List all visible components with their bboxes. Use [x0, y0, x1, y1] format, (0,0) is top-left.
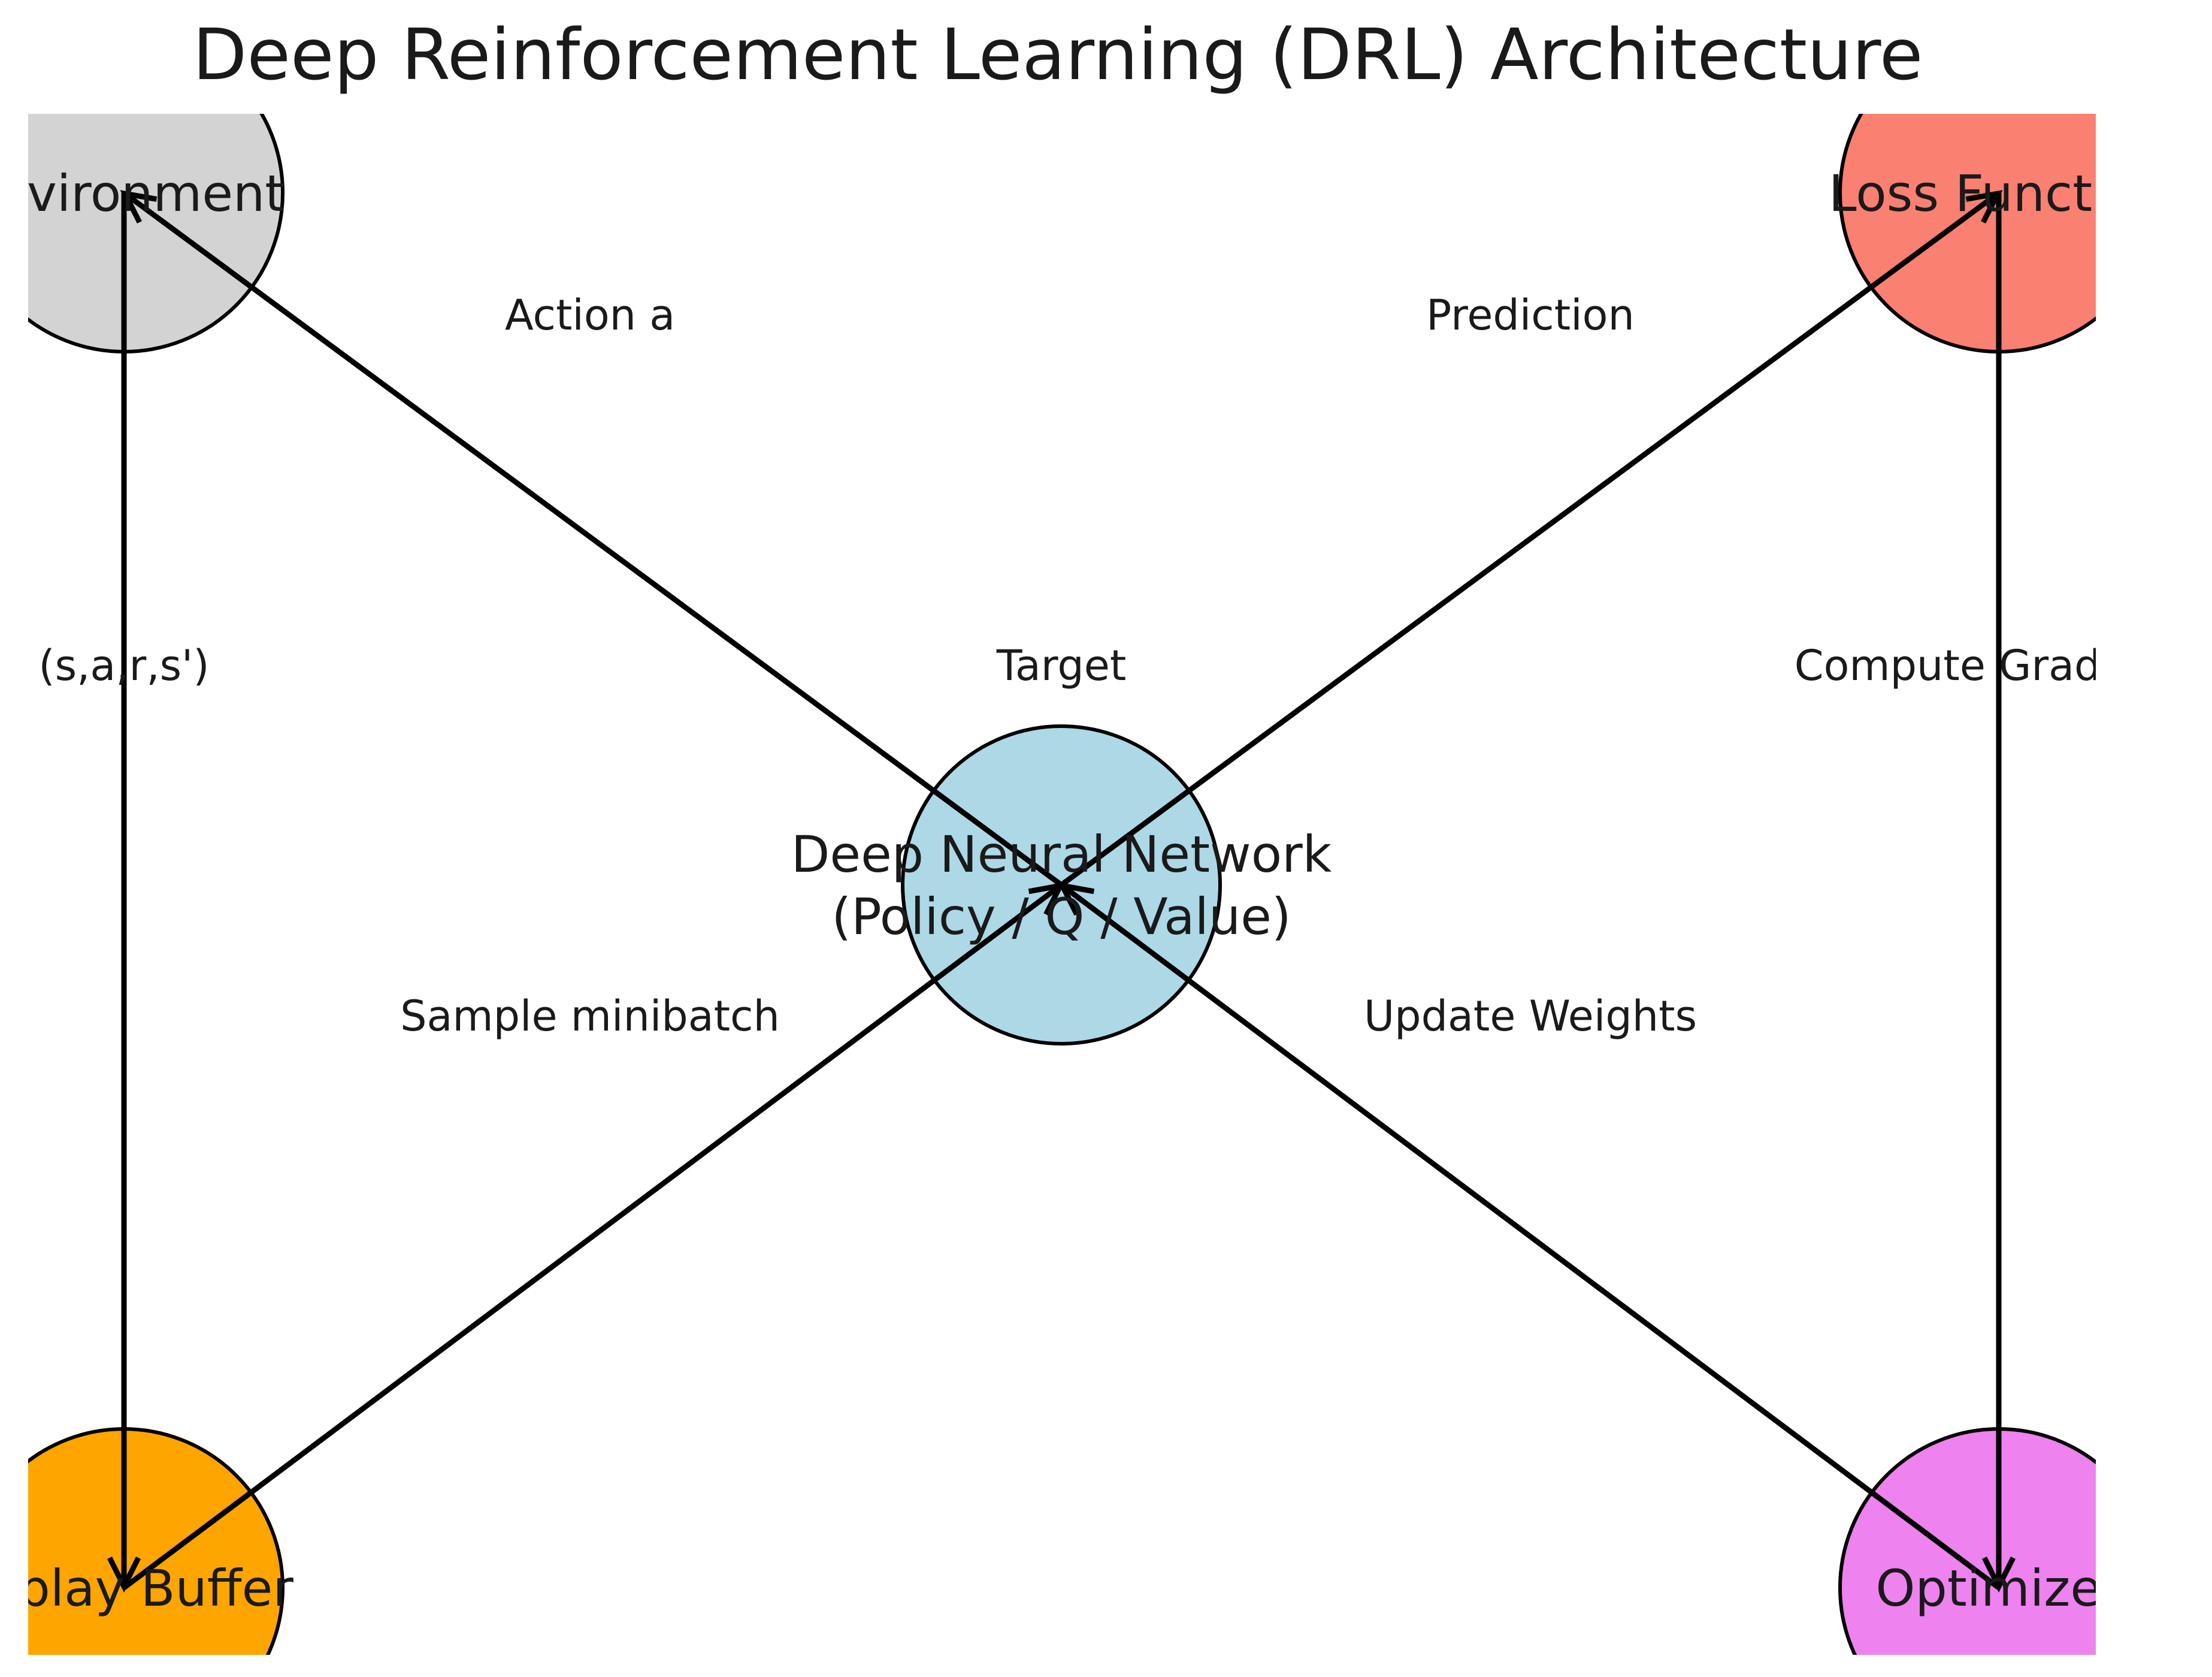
edge-update-label: Update Weights [1364, 992, 1697, 1041]
dnn-node-label-line: Deep Neural Network [791, 825, 1332, 884]
opt-node-label: Optimizer [1875, 1559, 2122, 1618]
edge-gradients-label: Compute Gradients [1795, 641, 2204, 690]
edge-action-label: Action a [505, 291, 675, 340]
buffer-node-label: Replay Buffer [0, 1559, 293, 1618]
edge-update-arrowhead [1057, 882, 1095, 916]
buffer-node-circle [28, 1427, 285, 1655]
edge-action-line [123, 191, 1063, 887]
dnn-node-label: Deep Neural Network(Policy / Q / Value) [791, 825, 1332, 946]
opt-node-label-line: Optimizer [1875, 1559, 2122, 1618]
env-node-label-line: Environment [0, 164, 285, 223]
edge-target-label: Target [996, 641, 1127, 690]
node-labels: Deep Neural Network(Policy / Q / Value) E… [0, 164, 2169, 1618]
loss-node-label-line: Loss Function [1829, 164, 2169, 223]
edge-update-line [1060, 883, 2001, 1590]
edge-sample-label: Sample minibatch [400, 992, 780, 1041]
edge-prediction-label: Prediction [1426, 291, 1635, 340]
edge-labels: Action a (s,a,r,s') Sample minibatch Predic… [38, 291, 2204, 1041]
edge-lines [107, 190, 2016, 1593]
loss-node-label: Loss Function [1829, 164, 2169, 223]
buffer-node-label-line: Replay Buffer [0, 1559, 293, 1618]
edge-sample-line [122, 883, 1063, 1590]
edge-transition-label: (s,a,r,s') [38, 641, 209, 690]
edge-prediction-line [1060, 191, 2000, 887]
diagram-title: Deep Reinforcement Learning (DRL) Archit… [193, 13, 1923, 96]
env-node-label: Environment [0, 164, 285, 223]
dnn-node-label-line: (Policy / Q / Value) [831, 887, 1291, 946]
